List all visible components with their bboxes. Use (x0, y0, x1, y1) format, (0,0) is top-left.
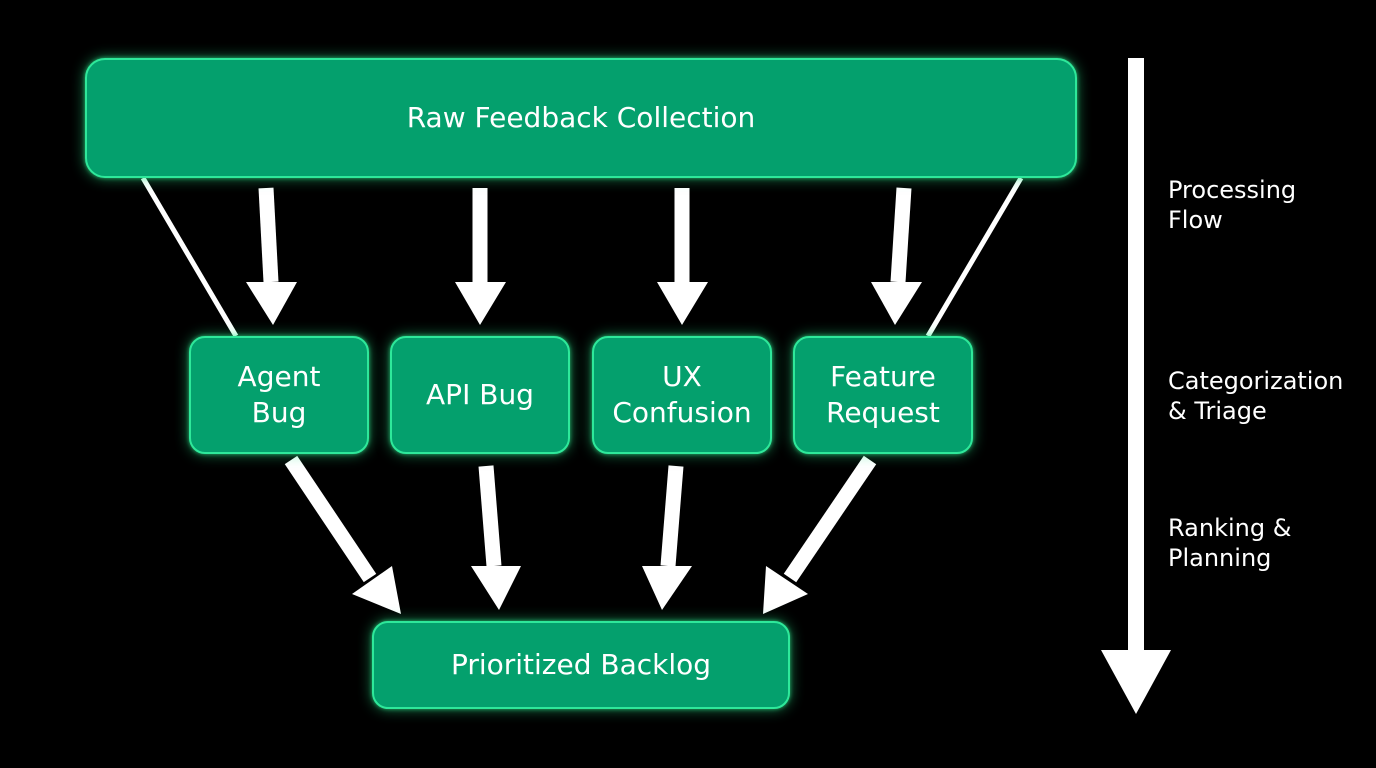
raw-feedback-collection-node: Raw Feedback Collection (85, 58, 1077, 178)
stage-label-categorization-triage: Categorization & Triage (1168, 367, 1344, 425)
stage-label-processing-flow: Processing Flow (1168, 176, 1297, 234)
arrow-agent-bug-to-backlog (284, 455, 401, 614)
arrow-api-bug-to-backlog (471, 465, 521, 610)
funnel-edge-left (140, 176, 239, 338)
api-bug-node: API Bug (390, 336, 570, 454)
arrow-top-to-feature-request (871, 187, 922, 325)
agent-bug-node: Agent Bug (189, 336, 369, 454)
arrow-top-to-ux-confusion (657, 188, 708, 325)
arrow-top-to-agent-bug (246, 187, 297, 325)
ux-confusion-node: UX Confusion (592, 336, 772, 454)
stage-label-ranking-planning: Ranking & Planning (1168, 514, 1292, 572)
funnel-edge-right (925, 176, 1024, 338)
processing-flow-arrow (1101, 58, 1171, 714)
arrow-ux-confusion-to-backlog (642, 465, 692, 610)
arrow-top-to-api-bug (455, 188, 506, 325)
prioritized-backlog-node: Prioritized Backlog (372, 621, 790, 709)
arrow-feature-request-to-backlog (763, 455, 877, 614)
feature-request-node: Feature Request (793, 336, 973, 454)
